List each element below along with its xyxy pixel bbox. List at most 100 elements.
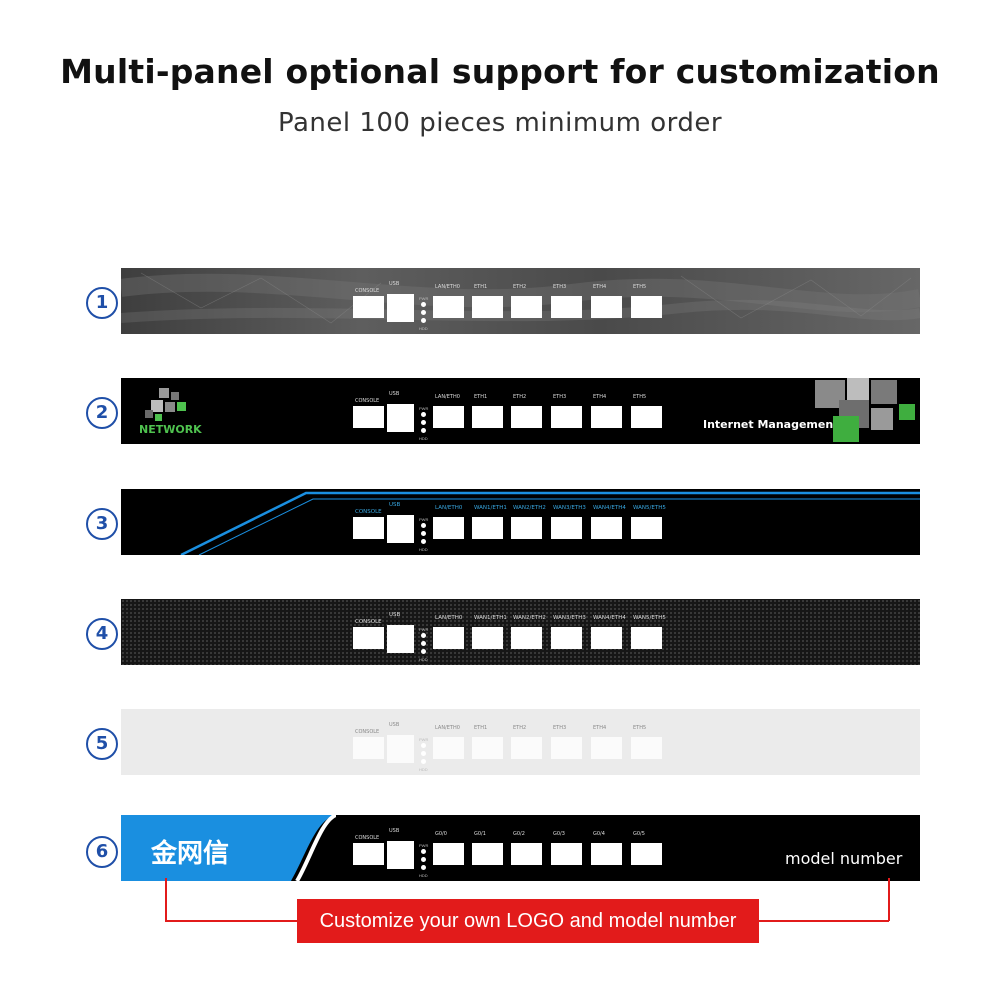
callout-line-right <box>888 878 890 921</box>
status-led-icon <box>421 531 426 536</box>
port-label: CONSOLE <box>355 509 382 515</box>
status-led-icon <box>421 865 426 870</box>
port-label: CONSOLE <box>355 729 380 735</box>
console-port <box>353 627 384 649</box>
led-label: HDD <box>419 657 428 662</box>
port-label: WAN2/ETH2 <box>513 615 546 621</box>
status-led-icon <box>421 649 426 654</box>
usb-port <box>387 404 414 432</box>
led-label: HDD <box>419 436 428 441</box>
usb-port <box>387 294 414 322</box>
led-label: HDD <box>419 873 428 878</box>
port-label: CONSOLE <box>355 835 380 841</box>
status-led-icon <box>421 633 426 638</box>
port-label: WAN4/ETH4 <box>593 505 626 511</box>
port-label: ETH5 <box>633 284 647 290</box>
ethernet-port <box>551 406 582 428</box>
ethernet-port <box>472 406 503 428</box>
port-label: CONSOLE <box>355 619 382 625</box>
ethernet-port <box>551 737 582 759</box>
panel-number-3: 3 <box>86 508 118 540</box>
led-label: PWR <box>419 406 429 411</box>
port-label: LAN/ETH0 <box>435 394 460 400</box>
network-logo-text: NETWORK <box>139 423 202 436</box>
decor-squares-icon <box>815 378 915 442</box>
port-label: WAN3/ETH3 <box>553 505 586 511</box>
ethernet-port <box>551 296 582 318</box>
callout-line-right-h <box>759 920 889 922</box>
port-label: ETH1 <box>474 394 488 400</box>
status-led-icon <box>421 310 426 315</box>
panel-number-2: 2 <box>86 397 118 429</box>
ethernet-port <box>591 296 622 318</box>
led-label: HDD <box>419 547 428 552</box>
port-label: G0/1 <box>474 831 486 837</box>
ethernet-port <box>591 517 622 539</box>
page-subtitle: Panel 100 pieces minimum order <box>277 108 723 138</box>
status-led-icon <box>421 412 426 417</box>
led-label: PWR <box>419 296 429 301</box>
ethernet-port <box>472 627 503 649</box>
led-label: PWR <box>419 843 429 848</box>
status-led-icon <box>421 849 426 854</box>
console-port <box>353 737 384 759</box>
port-label: ETH3 <box>553 725 567 731</box>
port-label: ETH5 <box>633 394 647 400</box>
port-label: ETH4 <box>593 284 607 290</box>
usb-port <box>387 841 414 869</box>
led-label: HDD <box>419 767 428 772</box>
led-label: PWR <box>419 737 429 742</box>
ethernet-port <box>551 843 582 865</box>
status-led-icon <box>421 759 426 764</box>
port-label: ETH4 <box>593 725 607 731</box>
port-label: LAN/ETH0 <box>435 725 460 731</box>
port-label: ETH1 <box>474 284 488 290</box>
port-label: USB <box>389 502 401 508</box>
port-label: LAN/ETH0 <box>435 284 460 290</box>
ethernet-port <box>631 627 662 649</box>
port-label: WAN2/ETH2 <box>513 505 546 511</box>
ethernet-port <box>551 627 582 649</box>
ethernet-port <box>591 627 622 649</box>
ethernet-port <box>511 737 542 759</box>
port-label: ETH2 <box>513 725 527 731</box>
led-label: PWR <box>419 627 429 632</box>
port-label: ETH1 <box>474 725 488 731</box>
port-label: ETH2 <box>513 394 527 400</box>
port-label: LAN/ETH0 <box>435 615 463 621</box>
port-label: G0/5 <box>633 831 645 837</box>
usb-port <box>387 515 414 543</box>
port-label: USB <box>389 391 400 397</box>
ethernet-port <box>433 296 464 318</box>
ethernet-port <box>631 296 662 318</box>
status-led-icon <box>421 539 426 544</box>
console-port <box>353 406 384 428</box>
port-label: USB <box>389 722 400 728</box>
ethernet-port <box>472 843 503 865</box>
ethernet-port <box>511 843 542 865</box>
led-label: PWR <box>419 517 429 522</box>
port-label: ETH4 <box>593 394 607 400</box>
customize-banner: Customize your own LOGO and model number <box>297 899 759 943</box>
port-label: CONSOLE <box>355 398 380 404</box>
status-led-icon <box>421 420 426 425</box>
port-label: ETH2 <box>513 284 527 290</box>
custom-logo-text: 金网信 <box>151 839 230 869</box>
status-led-icon <box>421 751 426 756</box>
ethernet-port <box>433 406 464 428</box>
ethernet-port <box>591 406 622 428</box>
ethernet-port <box>591 843 622 865</box>
ethernet-port <box>472 517 503 539</box>
ethernet-port <box>433 737 464 759</box>
panel-3-accent-line <box>180 491 920 555</box>
status-led-icon <box>421 318 426 323</box>
port-label: WAN1/ETH1 <box>474 505 507 511</box>
status-led-icon <box>421 428 426 433</box>
